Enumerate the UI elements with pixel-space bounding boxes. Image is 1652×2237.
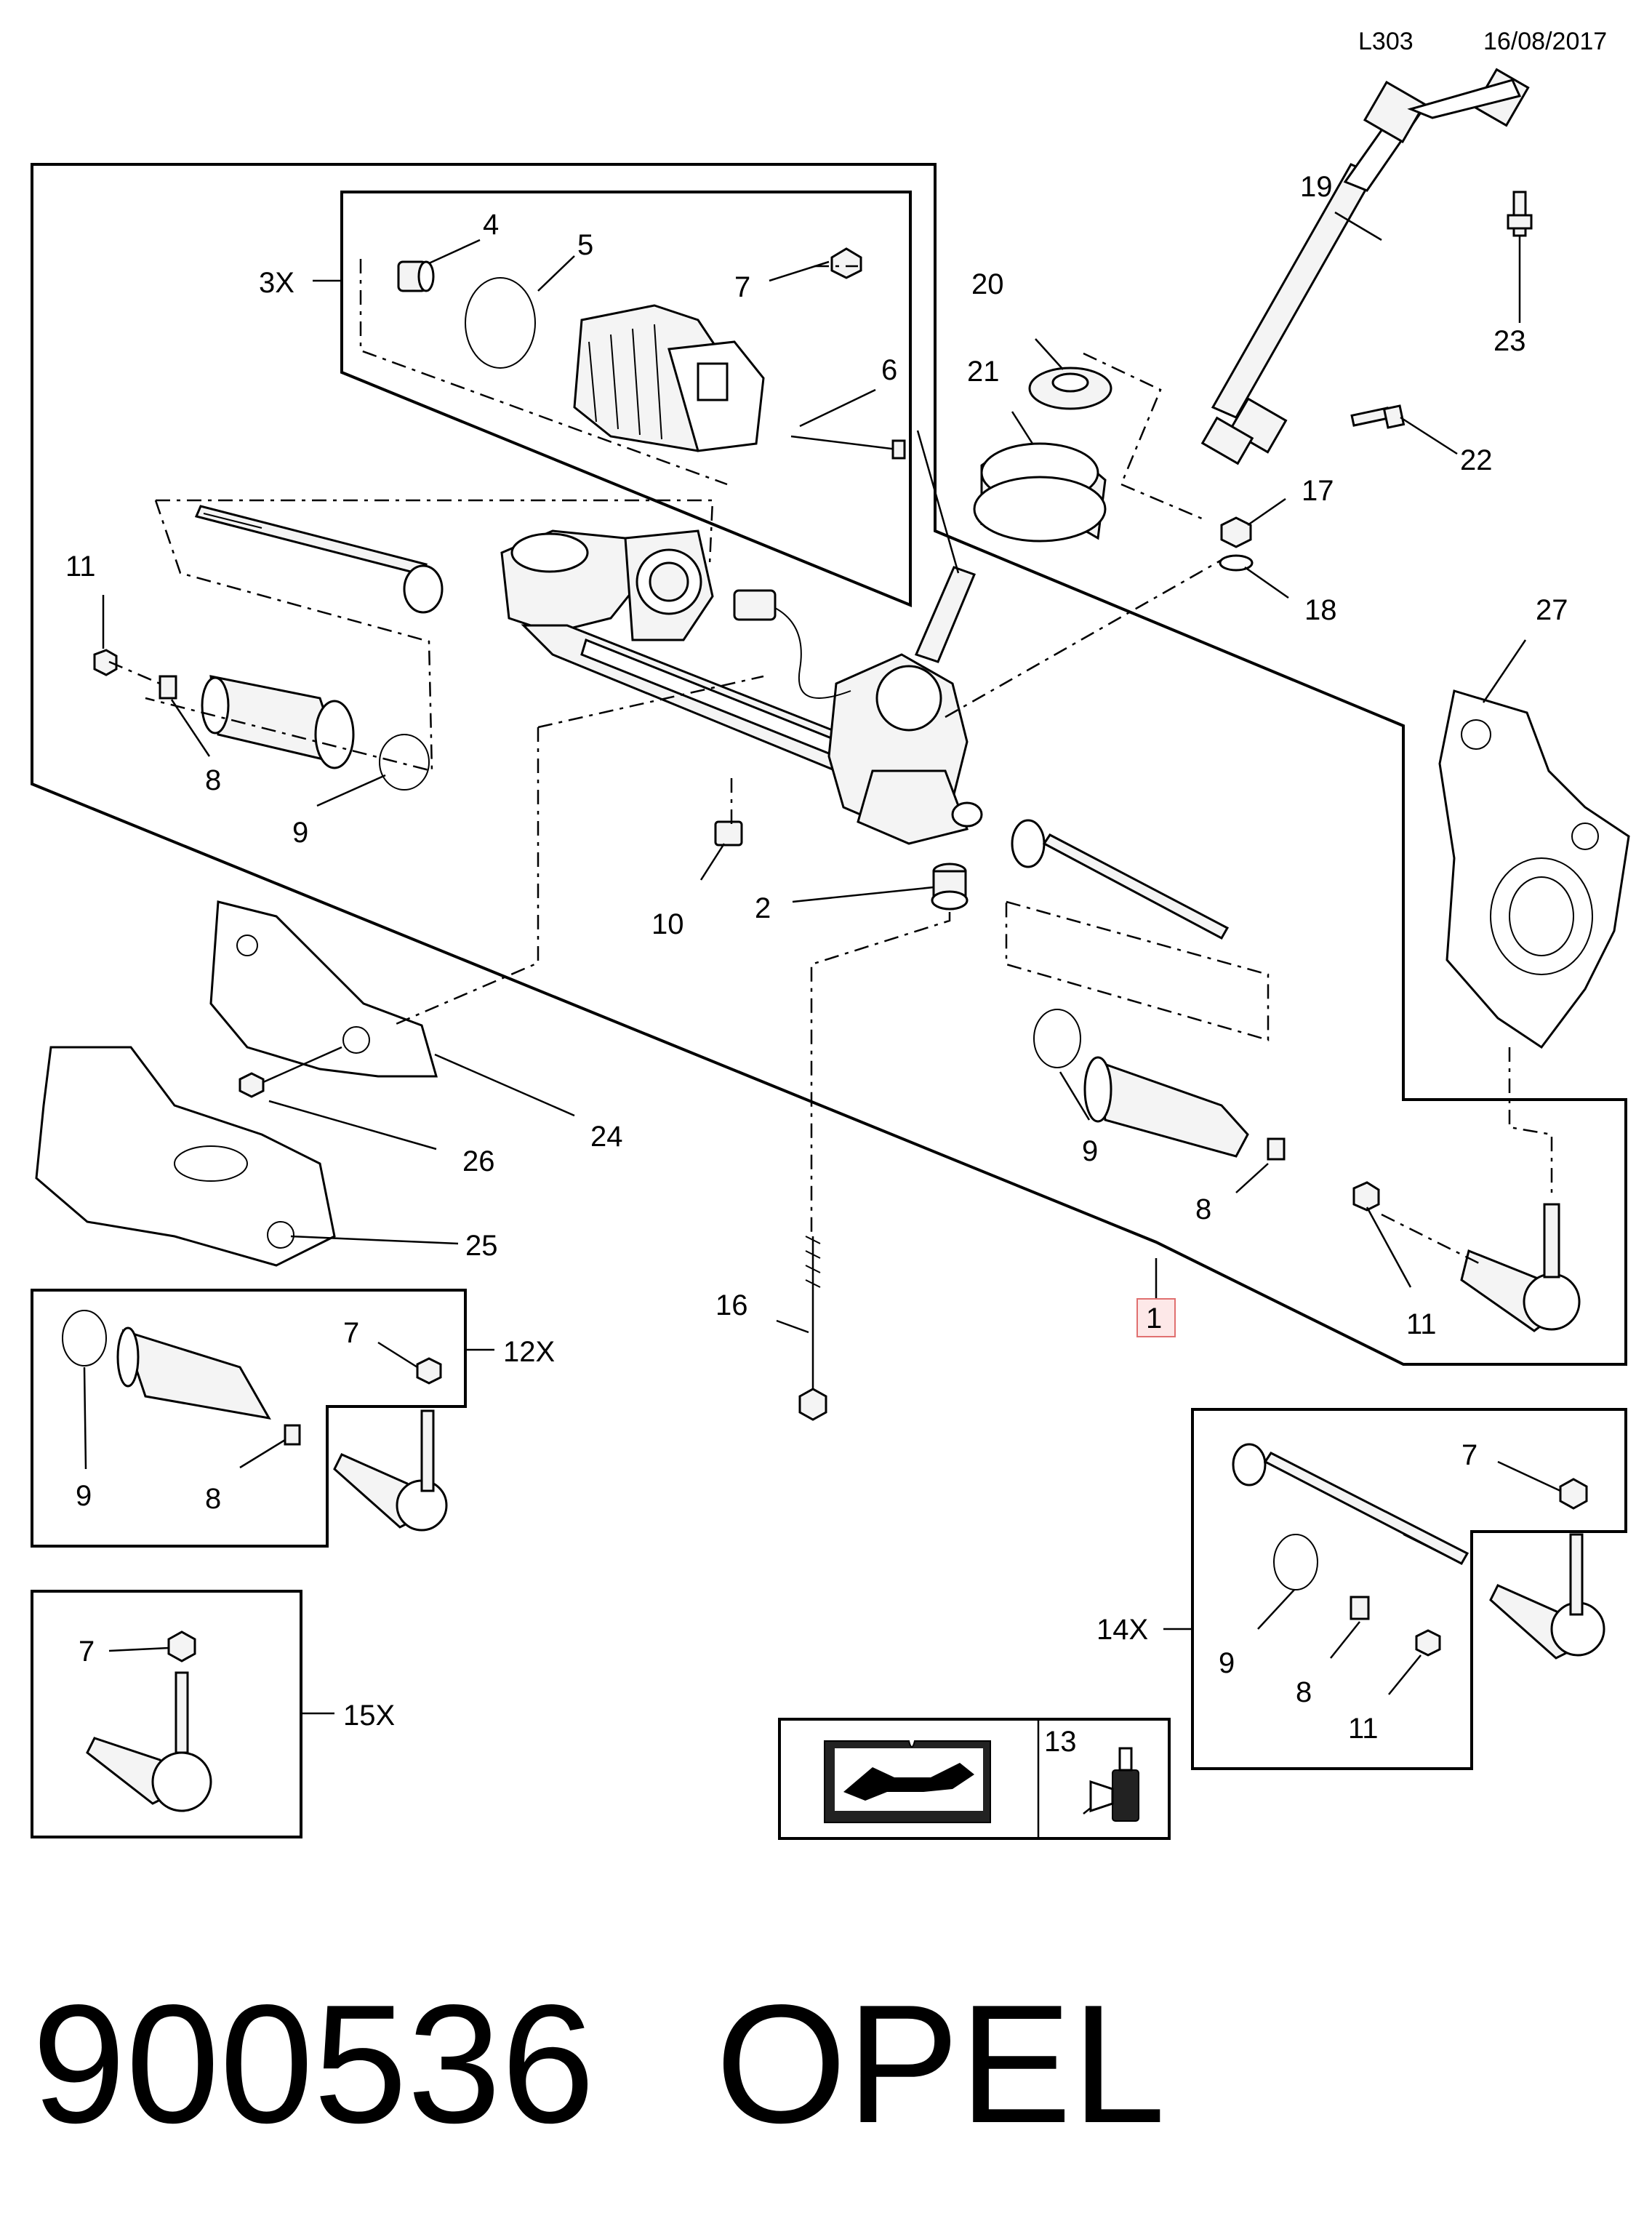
callout-6: 6 <box>881 354 897 386</box>
callout-2: 2 <box>755 892 771 924</box>
washer-18 <box>1219 554 1254 572</box>
callout-27: 27 <box>1536 594 1568 626</box>
steering-rack-housing <box>500 529 983 845</box>
callout-8-right: 8 <box>1195 1193 1211 1225</box>
callout-8-12x: 8 <box>205 1483 221 1515</box>
bolt-22 <box>1350 404 1406 429</box>
lubricant-bottle-icon <box>1083 1747 1139 1822</box>
brand-name: OPEL <box>715 1970 1166 2158</box>
bolt-6 <box>790 435 906 460</box>
bushing-10 <box>714 820 743 847</box>
callout-22: 22 <box>1460 444 1493 476</box>
kit-14x-parts <box>1232 1443 1605 1695</box>
electric-motor <box>573 304 765 452</box>
callout-12x: 12X <box>503 1336 555 1368</box>
callout-1: 1 <box>1146 1302 1162 1334</box>
o-ring-5 <box>465 277 536 369</box>
clamp-9 <box>379 734 430 791</box>
clip-8-right <box>1267 1137 1286 1161</box>
tie-rod-boot-left <box>201 675 355 769</box>
callout-25: 25 <box>465 1230 498 1262</box>
callout-18: 18 <box>1304 594 1337 626</box>
callout-14x: 14X <box>1096 1614 1148 1646</box>
callout-11-right: 11 <box>1406 1308 1437 1340</box>
callout-4: 4 <box>483 209 499 241</box>
nut-17 <box>1220 516 1252 548</box>
heat-shield-25 <box>35 1046 336 1267</box>
outer-tie-rod-end <box>1460 1203 1581 1332</box>
intermediate-shaft <box>1200 68 1530 465</box>
callout-9-right: 9 <box>1082 1135 1098 1167</box>
callout-1-box <box>1136 1298 1176 1337</box>
nut-11-left <box>93 649 118 676</box>
callout-20: 20 <box>971 268 1004 300</box>
bolt-26 <box>238 1046 342 1098</box>
wiring-harness <box>733 589 851 699</box>
service-info-frame <box>778 1718 1171 1840</box>
nut-7 <box>830 247 862 279</box>
tie-rod-boot-right <box>1083 1056 1249 1158</box>
main-assembly-frame <box>31 163 1627 1366</box>
callout-11-left: 11 <box>65 551 96 583</box>
diagram-date: 16/08/2017 <box>1483 28 1607 55</box>
bolt-16 <box>798 1236 827 1421</box>
callout-19: 19 <box>1300 171 1333 203</box>
callout-9-left: 9 <box>292 817 308 849</box>
nut-11-right <box>1352 1181 1380 1212</box>
callout-3x: 3X <box>259 267 294 299</box>
callout-7-12x: 7 <box>343 1317 359 1349</box>
clamp-9-right <box>1033 1009 1081 1068</box>
bearing-20 <box>1028 367 1112 410</box>
callout-7-14x: 7 <box>1461 1439 1477 1471</box>
callout-13: 13 <box>1044 1726 1077 1758</box>
inner-tie-rod-left <box>194 505 444 614</box>
callout-9-12x: 9 <box>76 1480 92 1512</box>
bolt-23 <box>1507 191 1533 237</box>
callout-10: 10 <box>651 908 684 940</box>
heat-shield-24 <box>209 900 438 1078</box>
callout-16: 16 <box>715 1289 748 1321</box>
kit-12x-parts <box>62 1310 448 1532</box>
steering-knuckle <box>1438 689 1630 1049</box>
callout-7-top: 7 <box>734 271 750 303</box>
clip-8-left <box>159 675 177 700</box>
callout-26: 26 <box>462 1145 495 1177</box>
callout-11-14x: 11 <box>1348 1713 1379 1745</box>
manual-wrench-icon <box>824 1740 991 1823</box>
callout-21: 21 <box>967 356 1000 388</box>
callout-8-left: 8 <box>205 764 221 796</box>
callout-8-14x: 8 <box>1296 1676 1312 1708</box>
part-number: 900536 <box>32 1970 595 2158</box>
inner-tie-rod-right <box>1011 819 1230 940</box>
callout-24: 24 <box>590 1121 623 1153</box>
callout-15x: 15X <box>343 1700 395 1732</box>
callout-9-14x: 9 <box>1219 1647 1235 1679</box>
bushing-4 <box>397 260 435 292</box>
kit-12x-frame <box>31 1289 467 1548</box>
callout-23: 23 <box>1493 325 1526 357</box>
callout-5: 5 <box>577 229 593 261</box>
kit-15x-parts <box>86 1630 212 1812</box>
bushing-2 <box>931 863 969 911</box>
kit-14x-frame <box>1191 1408 1627 1770</box>
callout-17: 17 <box>1302 475 1334 507</box>
motor-kit-frame <box>340 191 912 607</box>
steering-boot-21 <box>973 442 1107 543</box>
callout-labels: 1 2 3X 4 5 6 7 7 7 7 8 8 8 8 9 9 9 9 10 … <box>65 171 1568 1758</box>
callout-7-15x: 7 <box>79 1636 95 1668</box>
diagram-code: L303 <box>1358 28 1414 55</box>
